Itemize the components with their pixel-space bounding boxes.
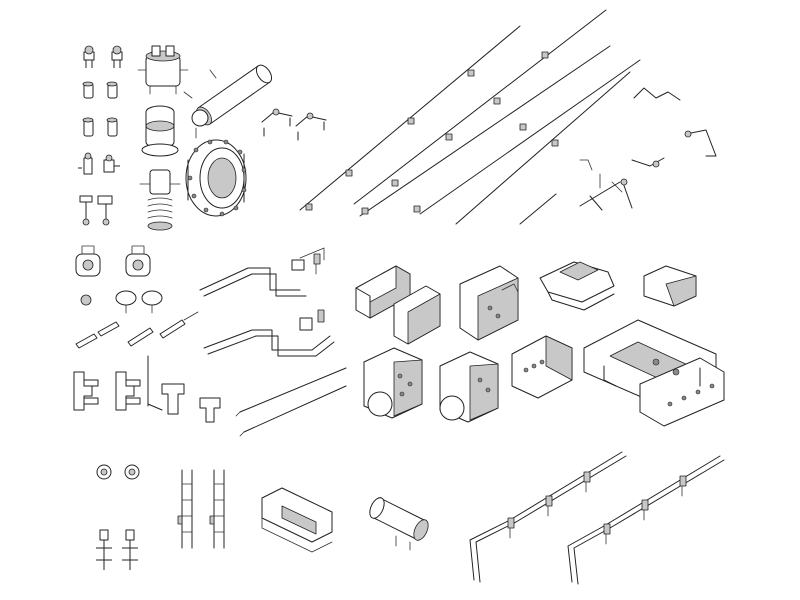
- valve-row-1: [82, 81, 118, 99]
- smokebox-door: [185, 139, 247, 217]
- handrail-right: [567, 455, 725, 585]
- bracket-casting-a: [355, 265, 411, 319]
- pin-set: [75, 311, 199, 349]
- cock-valve-pair: [78, 152, 120, 175]
- clamp-set: [73, 355, 221, 423]
- long-rod-set: [299, 9, 641, 225]
- bracket-casting-c: [459, 265, 519, 341]
- ladder-frame-pair: [177, 469, 225, 549]
- dome-cylinder: [141, 105, 179, 157]
- round-buffer-set: [80, 290, 163, 314]
- handle-pair: [261, 108, 327, 141]
- handrail-left: [469, 451, 627, 583]
- lamp-bracket-pair: [75, 245, 151, 277]
- bracket-casting-d: [539, 261, 615, 311]
- injector-pump: [137, 45, 189, 95]
- bracket-casting-e: [643, 265, 697, 307]
- bracket-casting-b: [393, 285, 441, 345]
- frame-plate-upright: [511, 335, 573, 399]
- pipe-run-lower: [203, 309, 335, 357]
- pipe-tee-pair: [79, 195, 113, 226]
- pipe-run-upper: [199, 247, 325, 297]
- wire-bracket-set: [519, 87, 717, 225]
- buffer-beam: [261, 487, 333, 553]
- elbow-fitting-pair: [83, 45, 123, 68]
- coupling-ring-pair: [96, 464, 140, 480]
- valve-row-2: [82, 117, 118, 137]
- saddle-casting: [583, 319, 725, 427]
- spring-valve-assembly: [139, 169, 181, 231]
- tank-cylinder: [369, 497, 429, 551]
- cylinder-block-right: [439, 351, 499, 423]
- coupling-link-set: [96, 529, 138, 570]
- small-fittings-group: [78, 45, 123, 226]
- long-wire-pair: [235, 367, 347, 437]
- air-reservoir-tube: [183, 64, 273, 139]
- cylinder-block-left: [363, 347, 423, 419]
